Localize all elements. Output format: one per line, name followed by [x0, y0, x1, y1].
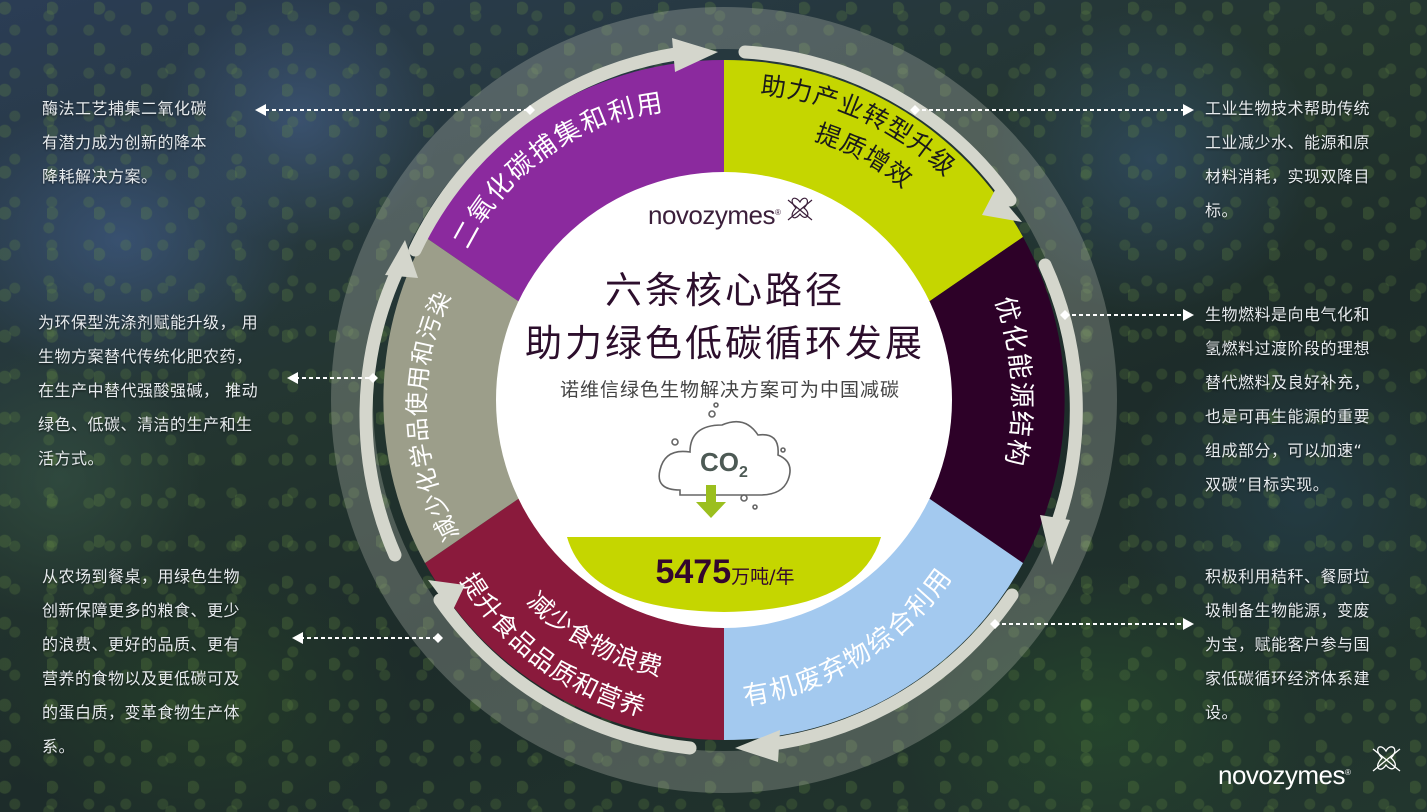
note-industry-upgrade: 工业生物技术帮助传统 工业减少水、能源和原 材料消耗，实现双降目 标。	[1205, 99, 1371, 220]
arrow-right-icon	[1183, 104, 1194, 116]
segment-organic-waste[interactable]	[724, 497, 1023, 741]
arrow-right-icon	[1183, 618, 1194, 630]
center-circle	[496, 172, 952, 628]
stat-band-shape	[567, 537, 881, 612]
stat-value: 5475	[655, 553, 732, 591]
outer-halo-ring	[331, 7, 1117, 793]
note-food-waste: 从农场到餐桌，用绿色生物 创新保障更多的粮食、更少 的浪费、更好的品质、更有 营…	[42, 567, 241, 756]
segment-industry-upgrade[interactable]	[724, 59, 1023, 303]
arrow-head-icon	[1040, 515, 1070, 565]
connector-endpoints	[255, 104, 1194, 644]
footer-brand-logo: novozymes®	[1218, 760, 1351, 790]
center-brand-logo: novozymes®	[648, 200, 781, 230]
note-co2-capture: 酶法工艺捕集二氧化碳 有潜力成为创新的降本 降耗解决方案。	[42, 99, 208, 186]
arrow-head-icon	[982, 190, 1022, 222]
arrow-left-icon	[287, 372, 298, 384]
segment-chemical-reduction[interactable]	[383, 237, 521, 563]
segment-food-waste[interactable]	[425, 497, 724, 741]
arrow-head-icon	[672, 38, 718, 72]
stat-unit: 万吨/年	[731, 566, 795, 588]
co2-reduction-stat: 5475万吨/年	[565, 553, 885, 592]
co2-cloud-icon	[658, 402, 791, 510]
down-arrow-icon	[696, 485, 726, 518]
arrow-head-icon	[385, 240, 418, 278]
segment-co2-capture[interactable]	[425, 59, 724, 303]
note-chemical-reduction: 为环保型洗涤剂赋能升级， 用 生物方案替代传统化肥农药， 在生产中替代强酸强碱，…	[38, 313, 259, 468]
center-title-line1: 六条核心路径	[605, 269, 845, 312]
center-subtitle: 诺维信绿色生物解决方案可为中国减碳	[559, 379, 900, 401]
center-title-line2: 助力绿色低碳循环发展	[525, 322, 925, 365]
note-organic-waste: 积极利用秸秆、餐厨垃 圾制备生物能源，变废 为宝，赋能客户参与国 家低碳循环经济…	[1205, 567, 1371, 722]
footer-novozymes-mark-icon	[1372, 746, 1401, 772]
arrow-head-icon	[428, 580, 465, 612]
arrow-left-icon	[255, 104, 266, 116]
note-energy-structure: 生物燃料是向电气化和 氢燃料过渡阶段的理想 替代燃料及良好补充， 也是可再生能源…	[1205, 305, 1371, 494]
arrow-head-icon	[735, 730, 780, 762]
co2-label: CO2	[700, 447, 748, 481]
segment-energy-structure[interactable]	[927, 237, 1065, 563]
arrow-heads	[385, 38, 1070, 762]
arrow-right-icon	[1183, 309, 1194, 321]
arrow-left-icon	[292, 632, 303, 644]
novozymes-mark-icon	[787, 197, 813, 221]
cycle-arrows	[359, 45, 1083, 755]
connector-lines	[265, 109, 1185, 639]
